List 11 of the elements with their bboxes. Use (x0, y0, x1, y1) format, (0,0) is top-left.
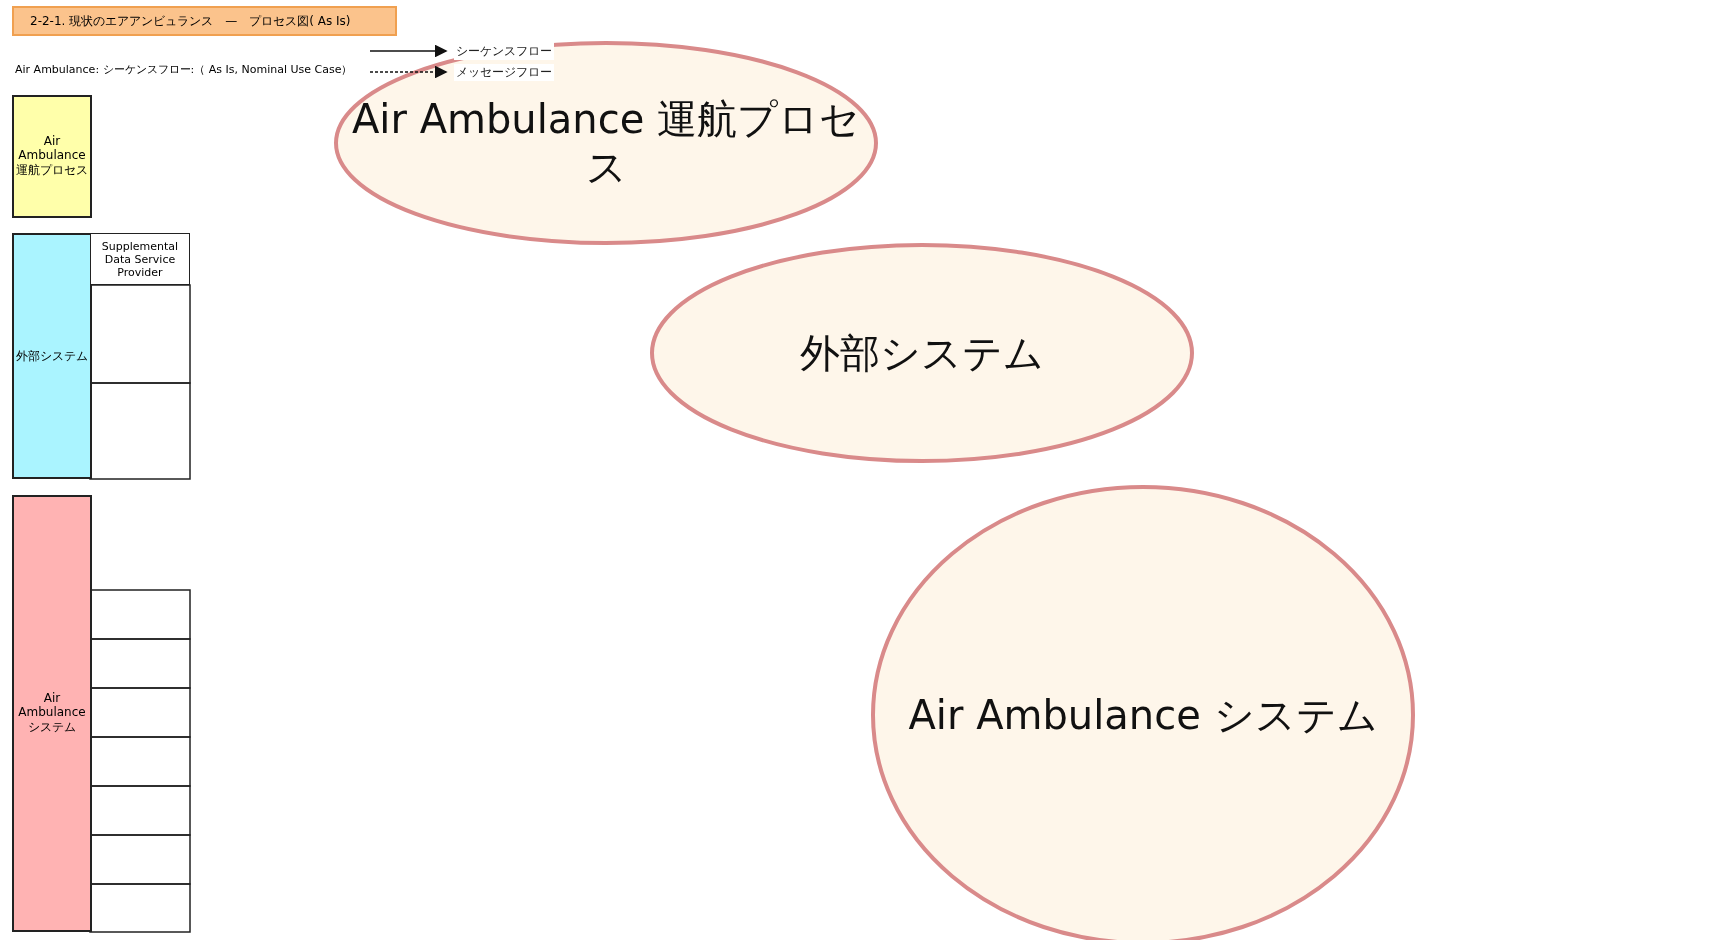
lane-header: Air Ambulance システム (12, 495, 92, 932)
ellipse-label: Air Ambulance 運航プロセス (351, 95, 861, 191)
sub-lane-header: Supplemental Data Service Provider (90, 233, 190, 285)
legend-text: シーケンスフロー (454, 43, 554, 60)
legend-text: メッセージフロー (454, 64, 554, 81)
title-banner: 2-2-1. 現状のエアアンビュランス — プロセス図( As Is) (12, 6, 397, 36)
lane-header: 外部システム (12, 233, 92, 479)
lane-header: Air Ambulance 運航プロセス (12, 95, 92, 218)
ellipse-label: Air Ambulance システム (908, 691, 1378, 739)
subtitle-text: Air Ambulance: シーケンスフロー:（ As Is, Nominal Use Case） (15, 62, 353, 77)
ellipse-label: 外部システム (800, 329, 1044, 377)
